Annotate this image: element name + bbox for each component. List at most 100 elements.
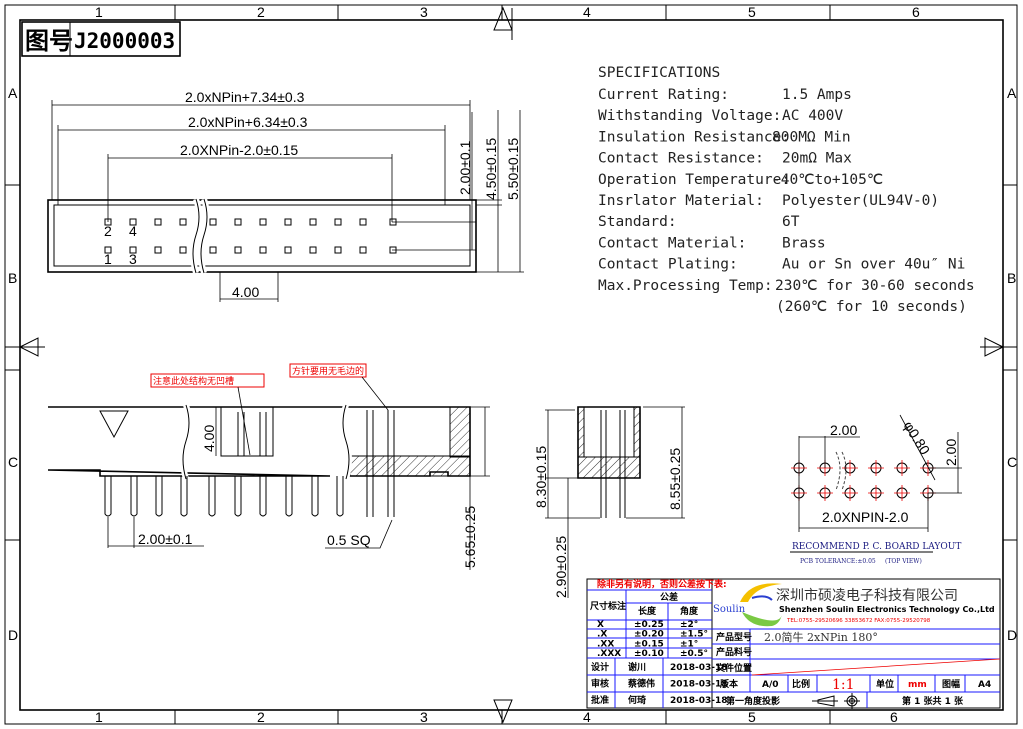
svg-text:2.00: 2.00: [830, 422, 857, 438]
pcb-hole: [842, 460, 858, 476]
svg-text:2.0XNPIN-2.0: 2.0XNPIN-2.0: [822, 509, 909, 525]
spec-value: 230℃ for 30-60 seconds: [775, 278, 975, 294]
company-name-cn: 深圳市硕凌电子科技有限公司: [776, 587, 958, 604]
spec-value: AC 400V: [782, 108, 843, 124]
svg-text:4: 4: [583, 709, 591, 725]
svg-text:4: 4: [129, 223, 137, 239]
tolerance-cell: X: [597, 620, 604, 630]
svg-text:5.65±0.25: 5.65±0.25: [462, 506, 478, 568]
svg-text:尺寸标注: 尺寸标注: [590, 600, 626, 612]
spec-value: Brass: [782, 235, 826, 251]
svg-text:8.55±0.25: 8.55±0.25: [667, 448, 683, 510]
company-contact: TEL:0755-29520696 33853672 FAX:0755-2952…: [786, 618, 931, 624]
tolerance-cell: .XX: [597, 639, 614, 649]
svg-text:2.00: 2.00: [943, 439, 959, 466]
tolerance-cell: ±0.10: [634, 649, 664, 659]
pin-square: [359, 218, 367, 226]
svg-text:文件位置: 文件位置: [715, 662, 752, 674]
tolerance-cell: .XXX: [597, 649, 621, 659]
pcb-hole: [842, 485, 858, 501]
svg-text:A/0: A/0: [762, 680, 779, 690]
section-view: 8.30±0.15 8.55±0.25 2.90±0.25: [533, 406, 685, 598]
svg-text:mm: mm: [908, 680, 927, 690]
specifications: SPECIFICATIONS Current Rating:1.5 AmpsWi…: [598, 65, 975, 315]
svg-text:5: 5: [748, 709, 756, 725]
svg-text:4.00: 4.00: [201, 425, 217, 452]
pin-square: [129, 218, 137, 226]
pin-square: [359, 246, 367, 254]
pin-leg: [155, 476, 163, 517]
svg-text:2: 2: [104, 223, 112, 239]
svg-text:B: B: [1007, 270, 1016, 286]
svg-text:RECOMMEND P. C. BOARD LAYOUT: RECOMMEND P. C. BOARD LAYOUT: [792, 542, 961, 552]
tolerance-cell: ±1°: [680, 639, 698, 649]
svg-text:4.00: 4.00: [232, 284, 259, 300]
svg-text:产品料号: 产品料号: [716, 646, 752, 658]
spec-label: Standard:: [598, 214, 677, 230]
pin-square: [154, 218, 162, 226]
outer-frame: [4, 4, 1018, 725]
svg-text:3: 3: [420, 4, 428, 20]
drawing-number-label: 图号: [25, 27, 73, 55]
svg-text:2.90±0.25: 2.90±0.25: [553, 536, 569, 598]
side-view: 4.00 2.00±0.1 0.5 SQ 5.65±0.25 注意此处结构无凹槽…: [47, 363, 490, 570]
pin-square: [309, 218, 317, 226]
svg-text:(TOP VIEW): (TOP VIEW): [885, 558, 922, 565]
signoff-cell: 设计: [591, 661, 609, 673]
tolerance-cell: ±1.5°: [680, 630, 708, 640]
top-view: 2 4 1 3 2.0xNPin+7.34±0.3 2.0xNPin+6.34±…: [47, 89, 524, 302]
svg-text:2.00±0.1: 2.00±0.1: [457, 140, 473, 195]
signoff-cell: 2018-03-18: [670, 696, 728, 706]
pin-square: [209, 218, 217, 226]
pin-square: [209, 246, 217, 254]
spec-label: Contact Plating:: [598, 257, 738, 273]
svg-text:D: D: [8, 627, 18, 643]
svg-text:第一角度投影: 第一角度投影: [726, 695, 780, 707]
tolerance-cell: ±0.5°: [680, 649, 708, 659]
svg-text:D: D: [1007, 627, 1017, 643]
pin-square: [154, 246, 162, 254]
svg-text:第 1 张共 1 张: 第 1 张共 1 张: [902, 695, 964, 707]
svg-text:B: B: [8, 270, 17, 286]
spec-value: 800MΩ Min: [772, 129, 851, 145]
svg-text:4: 4: [583, 4, 591, 20]
spec-label: Contact Resistance:: [598, 151, 764, 167]
pin-square: [129, 246, 137, 254]
svg-text:2.0xNPin+6.34±0.3: 2.0xNPin+6.34±0.3: [188, 114, 308, 130]
pcb-hole: [894, 460, 910, 476]
svg-text:2: 2: [257, 709, 265, 725]
tolerance-cell: ±2°: [680, 620, 698, 630]
svg-text:1:1: 1:1: [832, 677, 855, 693]
svg-text:单位: 单位: [876, 678, 894, 690]
projection-symbol: [812, 695, 838, 707]
svg-text:φ0.80: φ0.80: [900, 418, 933, 457]
signoff-cell: 审核: [591, 678, 609, 690]
pin-leg: [285, 476, 293, 517]
svg-text:C: C: [1007, 454, 1017, 470]
spec-value: Au or Sn over 40u″ Ni: [782, 257, 965, 273]
svg-text:4.50±0.15: 4.50±0.15: [483, 138, 499, 200]
spec-label: Operation Temperature:: [598, 172, 790, 188]
svg-text:公差: 公差: [660, 591, 678, 603]
svg-text:PCB TOLERANCE:±0.05: PCB TOLERANCE:±0.05: [800, 558, 876, 565]
title-block: 除非另有说明，否则公差按下表: 尺寸标注 公差 长度 角度 X±0.25±2°.…: [586, 578, 1001, 709]
pin-square: [284, 246, 292, 254]
svg-text:0.5 SQ: 0.5 SQ: [327, 532, 371, 548]
signoff-cell: 蔡德伟: [627, 678, 655, 690]
svg-text:产品型号: 产品型号: [716, 631, 752, 643]
svg-text:5: 5: [748, 4, 756, 20]
tolerance-cell: ±0.25: [634, 620, 664, 630]
spec-label: Withstanding Voltage:: [598, 108, 781, 124]
svg-text:2.0XNPin-2.0±0.15: 2.0XNPin-2.0±0.15: [180, 142, 298, 158]
tolerance-cell: ±0.20: [634, 630, 664, 640]
svg-text:2.0xNPin+7.34±0.3: 2.0xNPin+7.34±0.3: [185, 89, 305, 105]
pin-leg: [130, 476, 138, 517]
svg-text:A4: A4: [978, 680, 991, 690]
signoff-cell: 2018-03-18: [670, 680, 728, 690]
svg-text:5.50±0.15: 5.50±0.15: [505, 138, 521, 200]
pin-square: [334, 218, 342, 226]
note-square-pin: [289, 363, 367, 378]
svg-text:6: 6: [890, 709, 898, 725]
pcb-hole: [868, 485, 884, 501]
